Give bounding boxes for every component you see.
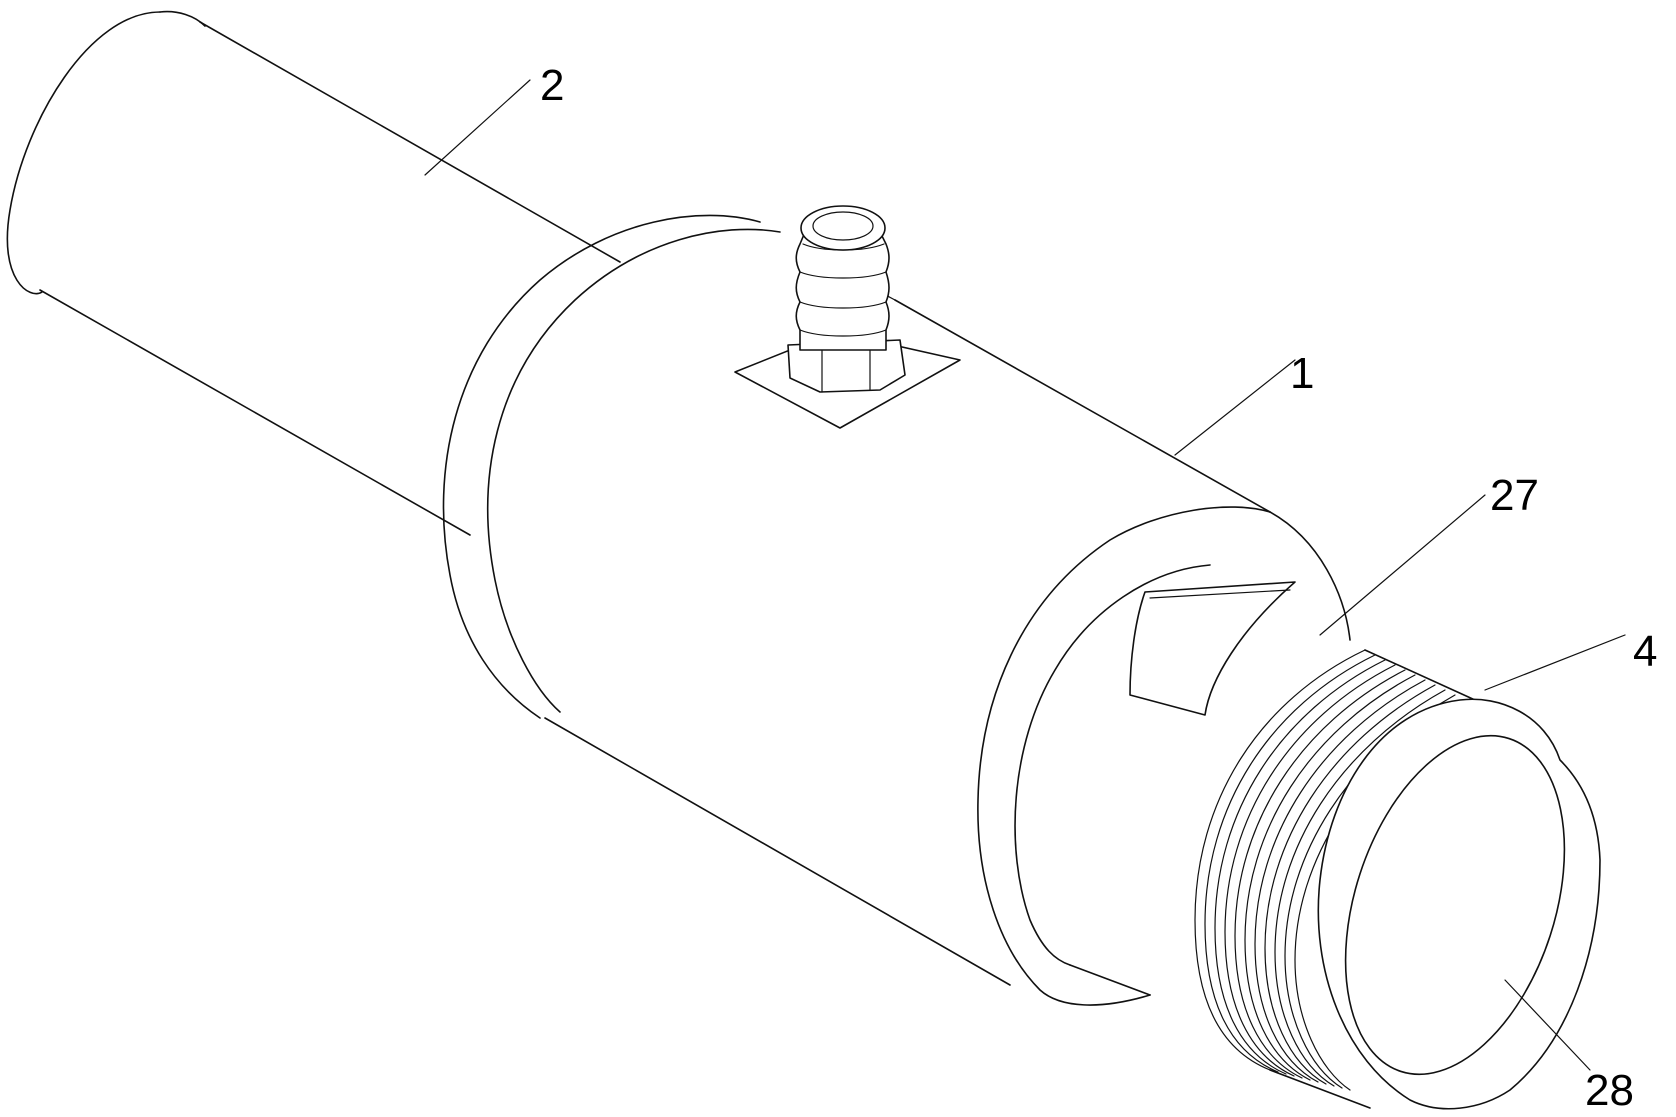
leader-1: [1174, 359, 1296, 456]
callout-28: 28: [1585, 1066, 1634, 1115]
leader-28: [1504, 979, 1591, 1071]
callout-4: 4: [1633, 627, 1657, 676]
callout-27: 27: [1490, 471, 1539, 520]
left-pipe: [6, 10, 621, 536]
callouts: 2 1 27 4 28: [540, 61, 1657, 1115]
window-slot: [1129, 581, 1296, 716]
main-body: [442, 214, 1351, 1006]
leader-4: [1484, 634, 1626, 691]
hose-barb-connector: [734, 205, 961, 429]
leader-2: [424, 79, 531, 176]
callout-2: 2: [540, 61, 564, 110]
end-face: [1317, 698, 1601, 1110]
callout-1: 1: [1290, 349, 1314, 398]
leader-lines: [424, 79, 1626, 1071]
leader-27: [1319, 494, 1486, 636]
